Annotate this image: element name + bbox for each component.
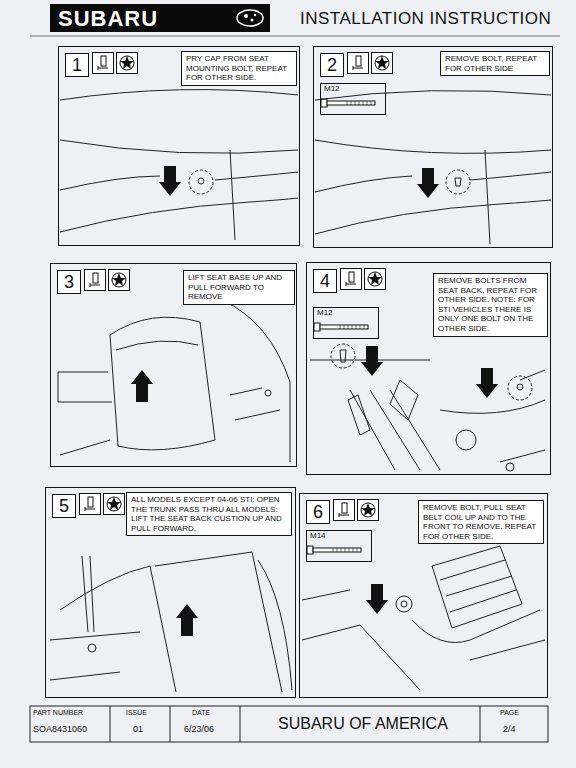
instruction-text: PRY CAP FROM SEAT MOUNTING BOLT, REPEAT … (186, 54, 292, 83)
footer-table (30, 706, 548, 742)
instruction-box: PRY CAP FROM SEAT MOUNTING BOLT, REPEAT … (181, 51, 297, 86)
step-panel: 1 PRY CAP FROM SEAT MOUNTING BOLT, REPEAT… (58, 46, 300, 246)
table-heading: DATE (192, 709, 210, 716)
step-number: 4 (313, 269, 337, 293)
instruction-text: ALL MODELS EXCEPT 04-06 STI: OPEN THE TR… (131, 495, 287, 533)
part-number: SOA8431060 (33, 724, 87, 734)
instruction-box: REMOVE BOLT, REPEAT FOR OTHER SIDE (440, 51, 550, 76)
instruction-box: ALL MODELS EXCEPT 04-06 STI: OPEN THE TR… (126, 492, 292, 536)
step-number: 1 (65, 53, 89, 77)
header-band (50, 4, 270, 32)
issue-date: 6/23/06 (184, 724, 214, 734)
instruction-box: REMOVE BOLTS FROM SEAT BACK, REPEAT FOR … (433, 273, 548, 337)
bolt-size: M12 (324, 85, 382, 94)
brand-logo: SUBARU (58, 6, 158, 32)
step-number: 3 (57, 270, 81, 294)
instruction-box: LIFT SEAT BASE UP AND PULL FORWARD TO RE… (183, 270, 295, 305)
bolt-size-box: M12 (313, 307, 379, 339)
table-heading: PART NUMBER (33, 709, 83, 716)
step-panel: 2 REMOVE BOLT, REPEAT FOR OTHER SIDE M12 (313, 46, 553, 248)
company-name: SUBARU OF AMERICA (278, 715, 448, 733)
bolt-size: M14 (310, 532, 368, 541)
page-number: 2/4 (503, 724, 516, 734)
issue-number: 01 (133, 724, 143, 734)
step-number: 6 (306, 500, 330, 524)
instruction-text: LIFT SEAT BASE UP AND PULL FORWARD TO RE… (188, 273, 290, 302)
bolt-size-box: M14 (306, 530, 372, 562)
bolt-size-box: M12 (320, 83, 386, 115)
page-title: INSTALLATION INSTRUCTION (300, 9, 551, 29)
instruction-text: REMOVE BOLTS FROM SEAT BACK, REPEAT FOR … (438, 276, 543, 334)
step-number: 2 (320, 53, 344, 77)
table-heading: ISSUE (126, 709, 147, 716)
step-panel: 3 LIFT SEAT BASE UP AND PULL FORWARD TO R… (50, 263, 297, 467)
step-number: 5 (52, 494, 76, 518)
instruction-text: REMOVE BOLT, PULL SEAT BELT COIL UP AND … (423, 503, 539, 541)
bolt-size: M12 (317, 309, 375, 318)
step-panel: 6 REMOVE BOLT, PULL SEAT BELT COIL UP AND… (299, 493, 548, 698)
step-panel: 5 ALL MODELS EXCEPT 04-06 STI: OPEN THE T… (45, 487, 296, 698)
instruction-text: REMOVE BOLT, REPEAT FOR OTHER SIDE (445, 54, 545, 73)
instruction-box: REMOVE BOLT, PULL SEAT BELT COIL UP AND … (418, 500, 544, 544)
table-heading: PAGE (500, 709, 519, 716)
step-panel: 4 REMOVE BOLTS FROM SEAT BACK, REPEAT FOR… (306, 262, 551, 475)
